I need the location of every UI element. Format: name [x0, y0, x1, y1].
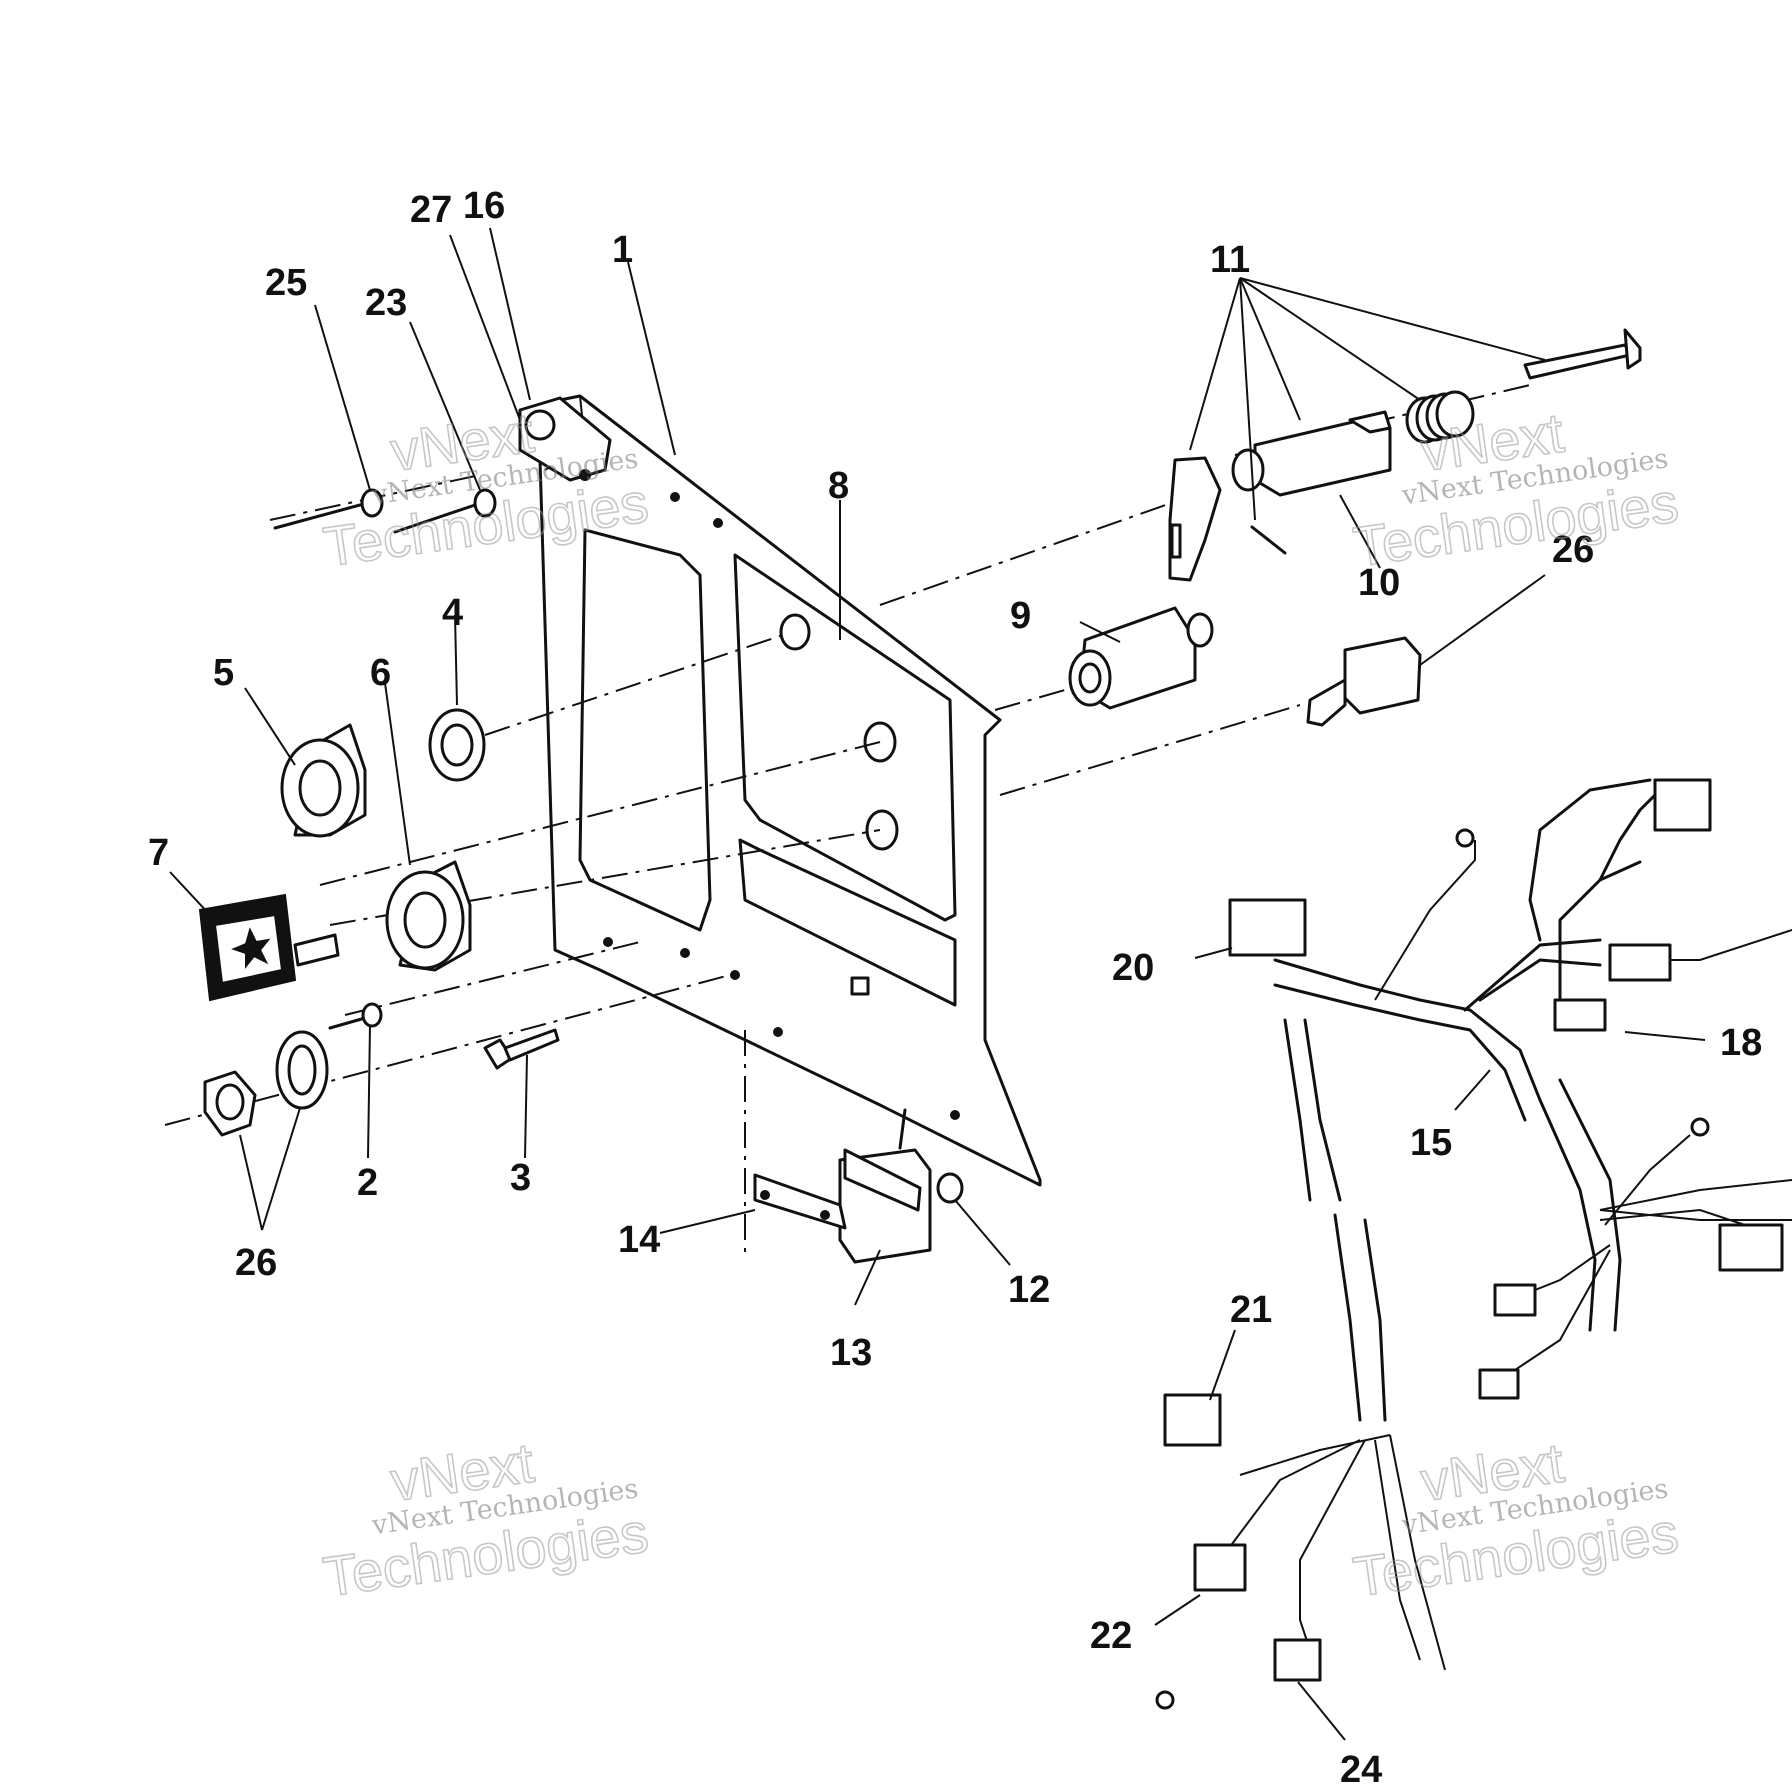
pin-11 [1250, 525, 1287, 555]
bezel-ring-26 [275, 1030, 329, 1110]
callout-8: 8 [828, 465, 849, 507]
ring-nut-6 [385, 860, 472, 972]
callout-numbers: 1 2 3 4 5 6 7 8 9 10 11 12 13 14 15 16 1… [148, 185, 1762, 1791]
block-13 [838, 1108, 932, 1264]
callout-26-toggle: 26 [1552, 529, 1594, 571]
callout-5: 5 [213, 652, 234, 694]
callout-26-nut: 26 [235, 1242, 277, 1284]
pin-25 [273, 488, 384, 530]
callout-21: 21 [1230, 1289, 1272, 1331]
dash-panel [518, 394, 1042, 1187]
callout-22: 22 [1090, 1615, 1132, 1657]
callout-16: 16 [463, 185, 505, 227]
ring-nut-5 [280, 723, 367, 838]
t-pin-11 [1523, 328, 1642, 380]
latch-body-10 [1231, 410, 1392, 497]
spring-11 [1405, 390, 1475, 444]
callout-4: 4 [442, 592, 463, 634]
ignition-key-7 [198, 893, 340, 1002]
rivet-2 [328, 1002, 383, 1030]
pin-23 [393, 488, 497, 534]
callout-12: 12 [1008, 1269, 1050, 1311]
bolt-3 [483, 1028, 560, 1070]
callout-23: 23 [365, 282, 407, 324]
toggle-switch-26 [1306, 636, 1422, 727]
callout-2: 2 [357, 1162, 378, 1204]
callout-11: 11 [1210, 239, 1250, 281]
latch-lever-11 [1168, 456, 1222, 582]
leader-lines [169, 227, 1706, 1741]
callout-7: 7 [148, 832, 169, 874]
watermark-top-right: vNext Technologies vNext Technologies [1349, 400, 1683, 579]
callout-20: 20 [1112, 947, 1154, 989]
callout-18: 18 [1720, 1022, 1762, 1064]
callout-15: 15 [1410, 1122, 1452, 1164]
plate-14 [753, 1173, 847, 1230]
lock-washer-4 [428, 708, 486, 782]
wiring-harness-15 [1155, 778, 1792, 1710]
callout-3: 3 [510, 1157, 531, 1199]
callout-1: 1 [612, 229, 633, 271]
callout-6: 6 [370, 652, 391, 694]
lock-cylinder-9 [1068, 606, 1214, 710]
callout-13: 13 [830, 1332, 872, 1374]
nut-12 [936, 1172, 964, 1204]
hex-nut-26 [203, 1070, 257, 1137]
callout-27: 27 [410, 189, 452, 231]
callout-10: 10 [1358, 562, 1400, 604]
watermark-top-left: vNext Technologies vNext Technologies [319, 400, 653, 579]
callout-25: 25 [265, 262, 307, 304]
watermark-bottom-left: vNext Technologies vNext Technologies [319, 1430, 653, 1609]
callout-14: 14 [618, 1219, 660, 1261]
callout-24: 24 [1340, 1749, 1382, 1791]
watermark-bottom-right: vNext Technologies vNext Technologies [1349, 1430, 1683, 1609]
callout-9: 9 [1010, 595, 1031, 637]
